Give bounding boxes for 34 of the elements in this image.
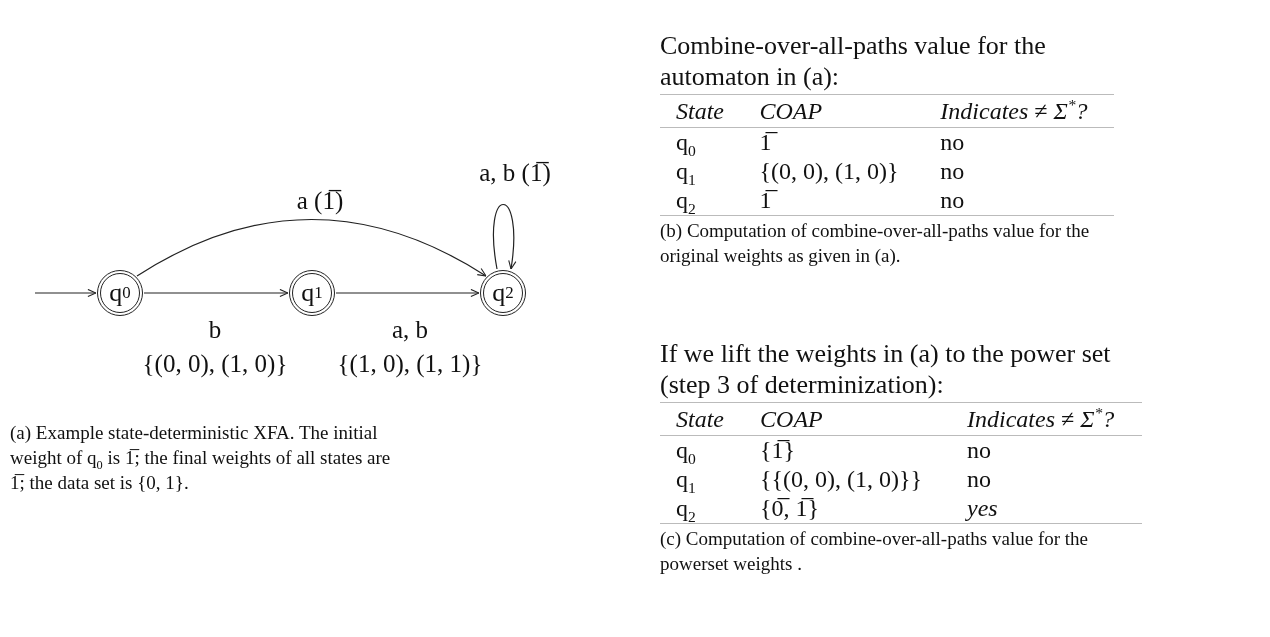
result-text: no: [924, 127, 1114, 157]
state-name: q$_{1}$: [675, 465, 697, 494]
coap-value: 1̅: [743, 186, 925, 216]
coap-value: 1̅: [743, 127, 925, 157]
coap-value: {0̅, 1̅}: [744, 494, 951, 524]
arrow: [143, 288, 289, 298]
column-header: COAP: [743, 94, 925, 128]
arrow: [136, 218, 487, 277]
result-text: no: [951, 435, 1142, 465]
table-heading: Combine-over-all-paths value for the automaton in (a):: [660, 30, 1047, 92]
state-name: q$_{2}$: [660, 186, 744, 216]
arrow: [492, 203, 517, 270]
result-text: yes: [951, 494, 1142, 524]
state-name: q$_{2}$: [660, 494, 745, 524]
table-caption: (b) Computation of combine-over-all-paths value for the original weights as given in (a).: [660, 219, 1091, 268]
result-text: no: [924, 186, 1114, 216]
table-heading: If we lift the weights in (a) to the power set (step 3 of determinization):: [660, 338, 1112, 400]
arrow: [34, 288, 97, 298]
table-caption: (c) Computation of combine-over-all-paths value for the powerset weights .: [660, 527, 1090, 576]
result-text: no: [966, 465, 992, 494]
column-header: COAP: [744, 402, 951, 436]
coap-value: {(0, 0), (1, 0)}: [758, 157, 900, 186]
figure-caption: (a) Example state-deterministic XFA. The initial weight of q$_{0}$ is 1̅; the final weights of all states are 1̅; the data set is {0, 1}.: [10, 421, 392, 495]
arrow: [335, 288, 480, 298]
column-header: State: [660, 94, 744, 128]
state-name: q$_{1}$: [675, 157, 697, 186]
result-text: no: [939, 157, 966, 186]
column-header: Indicates ≠ Σ$^{*}$?: [924, 94, 1114, 128]
column-header: State: [660, 402, 745, 436]
coap-value: {1̅}: [744, 435, 951, 465]
column-header: Indicates ≠ Σ$^{*}$?: [951, 402, 1142, 436]
state-name: q$_{0}$: [660, 435, 745, 465]
coap-value: {{(0, 0), (1, 0)}}: [759, 465, 924, 494]
state-name: q$_{0}$: [660, 127, 744, 157]
